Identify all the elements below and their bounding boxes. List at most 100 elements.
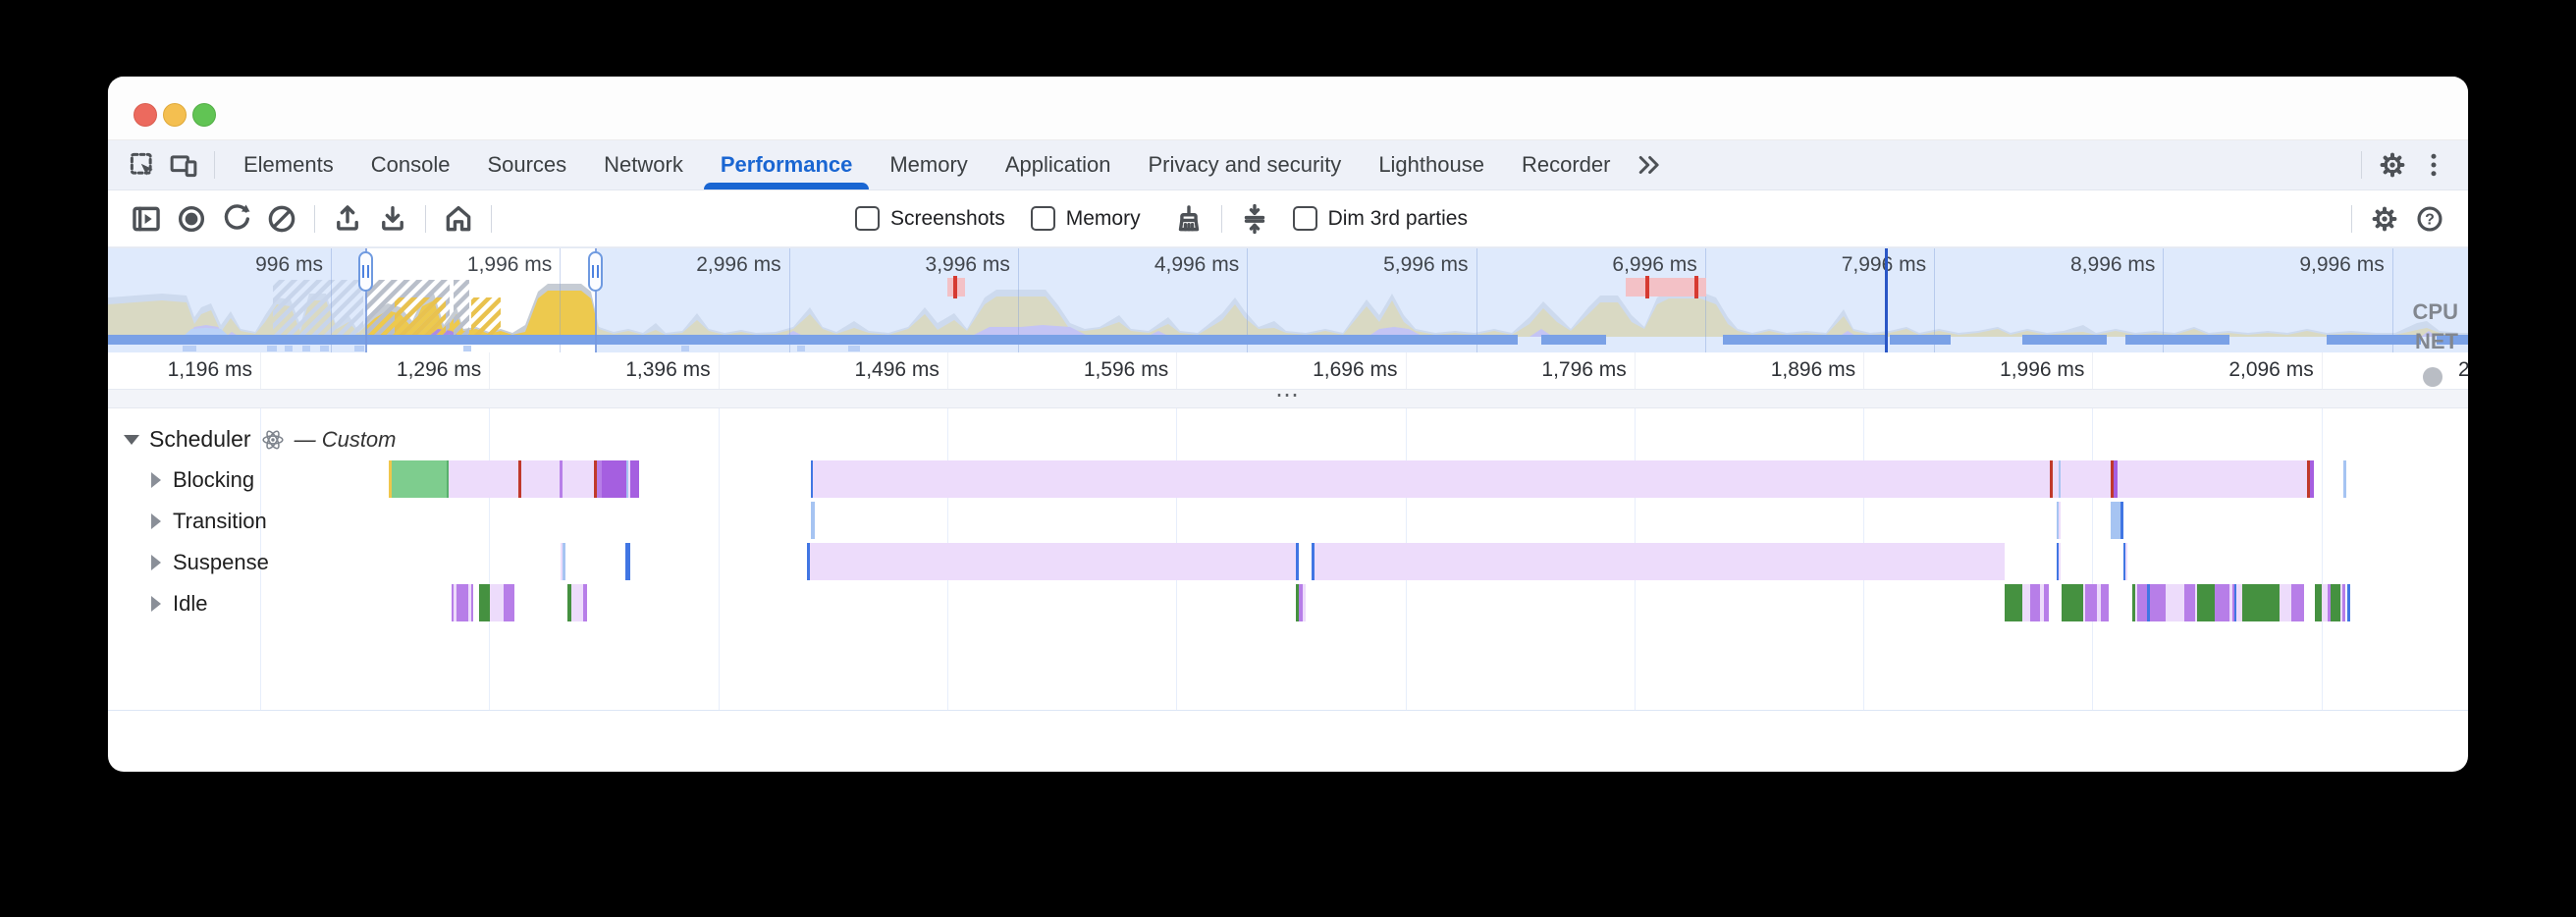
flame-segment[interactable] [2005,584,2022,621]
scrollbar-thumb[interactable] [2423,367,2442,387]
flame-segment[interactable] [490,584,504,621]
flame-segment[interactable] [602,460,626,498]
chevron-right-icon[interactable] [151,472,161,488]
flame-segment[interactable] [2331,584,2340,621]
flame-segment[interactable] [2340,584,2342,621]
flame-segment[interactable] [2114,460,2118,498]
record-icon[interactable] [169,197,214,241]
flame-segment[interactable] [811,502,815,539]
flame-segment[interactable] [447,460,449,498]
upload-icon[interactable] [325,197,370,241]
flame-segment[interactable] [468,584,471,621]
chevron-right-icon[interactable] [151,596,161,612]
flame-segment[interactable] [479,584,490,621]
help-icon[interactable]: ? [2407,197,2452,241]
settings-gear-icon[interactable] [2362,197,2407,241]
flame-segment[interactable] [2040,584,2044,621]
flame-segment[interactable] [1303,584,1306,621]
track-row-suspense[interactable]: Suspense [151,550,269,575]
drag-handle-dots[interactable]: ⋯ [1275,382,1301,409]
flame-segment[interactable] [2050,460,2053,498]
flame-segment[interactable] [1296,543,1299,580]
tab-sources[interactable]: Sources [487,152,567,177]
reload-icon[interactable] [214,197,259,241]
screenshots-checkbox[interactable] [855,206,880,231]
chevron-right-icon[interactable] [151,513,161,529]
flame-segment[interactable] [2232,584,2234,621]
flame-segment[interactable] [1312,543,1315,580]
flame-segment[interactable] [389,460,392,498]
kebab-menu-icon[interactable] [2413,144,2454,186]
flame-segment[interactable] [2097,584,2101,621]
flame-segment[interactable] [471,584,473,621]
tab-console[interactable]: Console [370,152,451,177]
chevron-double-right-icon[interactable] [1629,144,1670,186]
tab-lighthouse[interactable]: Lighthouse [1378,152,1484,177]
tab-performance[interactable]: Performance [702,140,872,189]
flame-segment[interactable] [452,584,454,621]
flame-segment[interactable] [392,460,447,498]
flame-segment[interactable] [2022,584,2030,621]
timeline-ruler[interactable]: 2 1,196 ms1,296 ms1,396 ms1,496 ms1,596 … [108,352,2468,390]
flame-segment[interactable] [2291,584,2304,621]
flame-segment[interactable] [597,460,602,498]
flame-segment[interactable] [2328,584,2331,621]
flame-segment[interactable] [594,460,597,498]
flame-segment[interactable] [2057,502,2059,539]
panel-resize-divider[interactable]: ⋯ [108,382,2468,408]
flame-segment[interactable] [504,584,514,621]
inspect-icon[interactable] [122,144,163,186]
flame-segment[interactable] [583,584,587,621]
flame-segment[interactable] [2053,460,2059,498]
garbage-collect-icon[interactable] [1166,197,1211,241]
flame-segment[interactable] [2135,584,2137,621]
flame-segment[interactable] [2307,460,2310,498]
memory-checkbox[interactable] [1030,206,1055,231]
flame-segment[interactable] [2242,584,2280,621]
flame-segment[interactable] [2101,584,2109,621]
chevron-right-icon[interactable] [151,555,161,570]
flame-segment[interactable] [1315,543,2005,580]
flame-segment[interactable] [2150,584,2166,621]
flame-segment[interactable] [2044,584,2049,621]
flame-segment[interactable] [625,543,630,580]
flame-segment[interactable] [521,460,560,498]
flame-segment[interactable] [2147,584,2150,621]
flame-segment[interactable] [454,584,456,621]
window-minimize-button[interactable] [163,103,187,127]
window-close-button[interactable] [134,103,157,127]
window-zoom-button[interactable] [192,103,216,127]
flame-segment[interactable] [2062,584,2083,621]
flame-segment[interactable] [563,460,594,498]
flame-segment[interactable] [563,543,565,580]
track-header-scheduler[interactable]: Scheduler — Custom [124,426,397,453]
flame-segment[interactable] [571,584,583,621]
flame-segment[interactable] [2118,460,2307,498]
flame-segment[interactable] [2236,584,2242,621]
flame-segment[interactable] [518,460,521,498]
flame-segment[interactable] [813,460,2050,498]
flame-segment[interactable] [2166,584,2184,621]
device-toolbar-icon[interactable] [163,144,204,186]
settings-gear-icon[interactable] [2372,144,2413,186]
flame-segment[interactable] [2310,460,2314,498]
flame-segment[interactable] [2132,584,2135,621]
flame-segment[interactable] [2120,502,2123,539]
download-icon[interactable] [370,197,415,241]
flame-segment[interactable] [1296,584,1299,621]
tab-network[interactable]: Network [604,152,683,177]
flame-segment[interactable] [626,460,628,498]
flame-segment[interactable] [2195,584,2197,621]
flame-segment[interactable] [2057,543,2059,580]
flame-segment[interactable] [2083,584,2085,621]
tab-memory[interactable]: Memory [889,152,968,177]
flame-segment[interactable] [2085,584,2097,621]
tab-recorder[interactable]: Recorder [1521,152,1611,177]
dim-3rd-parties-checkbox[interactable] [1292,206,1317,231]
playhead-line[interactable] [1885,248,1888,352]
flame-segment[interactable] [2280,584,2291,621]
flame-segment[interactable] [2111,460,2114,498]
collapse-arrows-icon[interactable] [1232,197,1277,241]
flame-segment[interactable] [630,460,639,498]
